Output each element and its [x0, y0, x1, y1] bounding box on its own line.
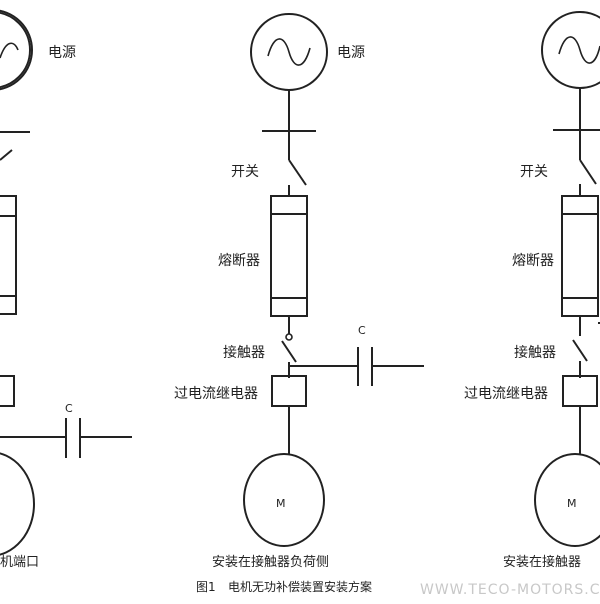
- contactor-blade-middle: [281, 340, 297, 363]
- caption-left: 机端口: [0, 555, 39, 570]
- switch-blade-middle: [288, 159, 307, 186]
- figure-number: 图1: [196, 580, 216, 594]
- motor-circle-left: [0, 452, 35, 556]
- capacitor-label-left: C: [65, 402, 73, 415]
- relay-box-right: [562, 375, 598, 407]
- relay-label-middle: 过电流继电器: [174, 386, 258, 402]
- caption-right: 安装在接触器: [503, 554, 581, 570]
- contactor-label-right: 接触器: [514, 344, 556, 361]
- capacitor-label-middle: C: [358, 324, 366, 337]
- sine-left: [0, 42, 19, 59]
- switch-blade-left: [0, 149, 13, 161]
- motor-label-right: M: [567, 497, 577, 510]
- fuse-body-left: [0, 195, 17, 315]
- circuit-left: 电源 C 机端口: [0, 9, 132, 570]
- sine-right: [558, 36, 600, 64]
- contactor-contact-middle: [285, 333, 293, 341]
- motor-circle-right: [534, 453, 600, 547]
- sine-middle: [267, 38, 311, 66]
- switch-label-right: 开关: [520, 164, 548, 180]
- motor-circle-middle: [243, 453, 325, 547]
- relay-label-right: 过电流继电器: [464, 386, 548, 402]
- circuit-middle: 电源 开关 熔断器 接触器 C 过电流继电器 M 安装在接触器负荷侧: [174, 13, 424, 570]
- power-label-left: 电源: [48, 45, 76, 61]
- fuse-label-right: 熔断器: [512, 253, 554, 269]
- switch-label-middle: 开关: [231, 164, 259, 180]
- circuit-right: 开关 熔断器 接触器 过电流继电器 M 安装在接触器: [464, 11, 600, 570]
- switch-blade-right: [579, 159, 597, 185]
- power-label-middle: 电源: [337, 45, 365, 61]
- motor-label-middle: M: [276, 497, 286, 510]
- fuse-label-middle: 熔断器: [218, 253, 260, 269]
- source-circle-right: [541, 11, 600, 89]
- watermark-text: WWW.TECO-MOTORS.COM: [420, 582, 600, 598]
- relay-box-left: [0, 375, 15, 407]
- source-symbol-left: [0, 9, 33, 91]
- relay-box-middle: [271, 375, 307, 407]
- caption-middle: 安装在接触器负荷侧: [212, 554, 329, 570]
- contactor-label-middle: 接触器: [223, 344, 265, 361]
- contactor-blade-right: [572, 339, 588, 362]
- source-circle-left: [0, 11, 31, 89]
- figure-title: 电机无功补偿装置安装方案: [228, 579, 372, 594]
